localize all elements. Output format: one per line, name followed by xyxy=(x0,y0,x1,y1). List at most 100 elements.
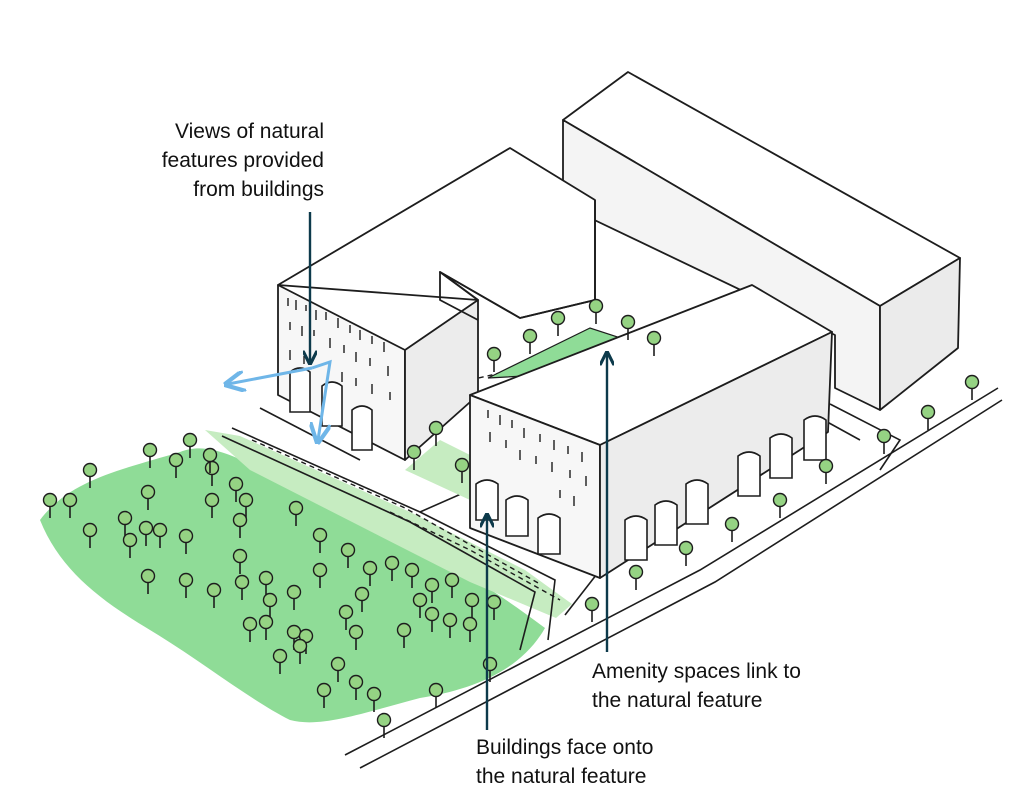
tree-icon xyxy=(464,592,480,618)
tree-icon xyxy=(462,616,478,642)
tree-icon xyxy=(340,542,356,568)
tree-icon xyxy=(406,444,422,470)
tree-icon xyxy=(204,492,220,518)
tree-icon xyxy=(242,616,258,642)
tree-icon xyxy=(486,594,502,620)
building-back xyxy=(562,71,961,411)
annotation-buildings-line: Buildings face onto xyxy=(476,736,654,759)
tree-icon xyxy=(232,512,248,538)
tree-icon xyxy=(140,568,156,594)
tree-icon xyxy=(354,586,370,612)
door-icon xyxy=(685,479,709,525)
annotation-amenity-line: Amenity spaces link to xyxy=(592,660,801,683)
tree-icon xyxy=(348,624,364,650)
tree-icon xyxy=(258,570,274,596)
tree-icon xyxy=(206,582,222,608)
tree-icon xyxy=(442,612,458,638)
tree-icon xyxy=(232,548,248,574)
annotation-buildings-line: the natural feature xyxy=(476,765,647,788)
door-icons-left xyxy=(289,367,373,451)
door-icon xyxy=(351,405,373,451)
door-icon xyxy=(289,367,311,413)
door-icon xyxy=(321,381,343,427)
door-icon xyxy=(624,515,648,561)
tree-icon xyxy=(178,572,194,598)
tree-icon xyxy=(42,492,58,518)
tree-icon xyxy=(168,452,184,478)
tree-icon xyxy=(920,404,936,430)
tree-icon xyxy=(964,374,980,400)
tree-icon xyxy=(412,592,428,618)
tree-icon xyxy=(628,564,644,590)
tree-icon xyxy=(152,522,168,548)
tree-icon xyxy=(272,648,288,674)
tree-icon xyxy=(82,462,98,488)
tree-icon xyxy=(486,346,502,372)
tree-icon xyxy=(117,510,133,536)
door-icon xyxy=(505,495,529,537)
tree-icon xyxy=(428,420,444,446)
door-icon xyxy=(803,415,827,461)
tree-icon xyxy=(142,442,158,468)
tree-icon xyxy=(122,532,138,558)
tree-icon xyxy=(588,298,604,324)
door-icon xyxy=(475,479,499,521)
door-icon xyxy=(537,513,561,555)
tree-icon xyxy=(312,562,328,588)
tree-group xyxy=(42,298,980,738)
tree-icon xyxy=(584,596,600,622)
tree-icon xyxy=(454,457,470,483)
tree-icon xyxy=(522,328,538,354)
tree-icon xyxy=(138,520,154,546)
tree-icon xyxy=(228,476,244,502)
tree-icon xyxy=(286,584,302,610)
annotation-amenity-line: the natural feature xyxy=(592,689,763,712)
annotation-views-line: Views of natural xyxy=(174,120,324,143)
tree-icon xyxy=(396,622,412,648)
tree-icon xyxy=(338,604,354,630)
pointer-line-icon xyxy=(310,212,607,730)
tree-icon xyxy=(234,574,250,600)
door-icon xyxy=(737,451,761,497)
tree-icon xyxy=(646,330,662,356)
view-arrow-icon xyxy=(228,359,332,440)
tree-icon xyxy=(428,682,444,708)
tree-icon xyxy=(258,614,274,640)
window-marks xyxy=(287,298,587,506)
door-icons-front xyxy=(475,415,827,561)
tree-icon xyxy=(620,314,636,340)
tree-icon xyxy=(330,656,346,682)
tree-icon xyxy=(140,484,156,510)
amenity-space-lower xyxy=(405,440,470,500)
tree-icon xyxy=(262,592,278,618)
tree-icon xyxy=(182,432,198,458)
tree-icon xyxy=(876,428,892,454)
tree-icon xyxy=(444,572,460,598)
tree-icon xyxy=(238,492,254,518)
tree-icon xyxy=(678,540,694,566)
green-corridor xyxy=(205,430,572,618)
tree-icon xyxy=(178,528,194,554)
tree-icon xyxy=(550,310,566,336)
tree-icon xyxy=(62,492,78,518)
tree-icon xyxy=(348,674,364,700)
annotation-buildings: Buildings face onto the natural feature xyxy=(476,733,653,791)
tree-icon xyxy=(316,682,332,708)
tree-icon xyxy=(424,577,440,603)
tree-icon xyxy=(424,606,440,632)
tree-icon xyxy=(202,447,218,473)
tree-icon xyxy=(288,500,304,526)
annotation-views-line: features provided xyxy=(161,149,324,172)
annotation-views: Views of natural features provided from … xyxy=(162,117,324,204)
tree-icon xyxy=(384,555,400,581)
tree-icon xyxy=(376,712,392,738)
tree-icon xyxy=(312,527,328,553)
tree-icon xyxy=(362,560,378,586)
door-icon xyxy=(654,500,678,546)
annotation-amenity: Amenity spaces link to the natural featu… xyxy=(592,657,801,715)
tree-icon xyxy=(404,562,420,588)
tree-icon xyxy=(724,516,740,542)
door-icon xyxy=(769,433,793,479)
tree-icon xyxy=(82,522,98,548)
